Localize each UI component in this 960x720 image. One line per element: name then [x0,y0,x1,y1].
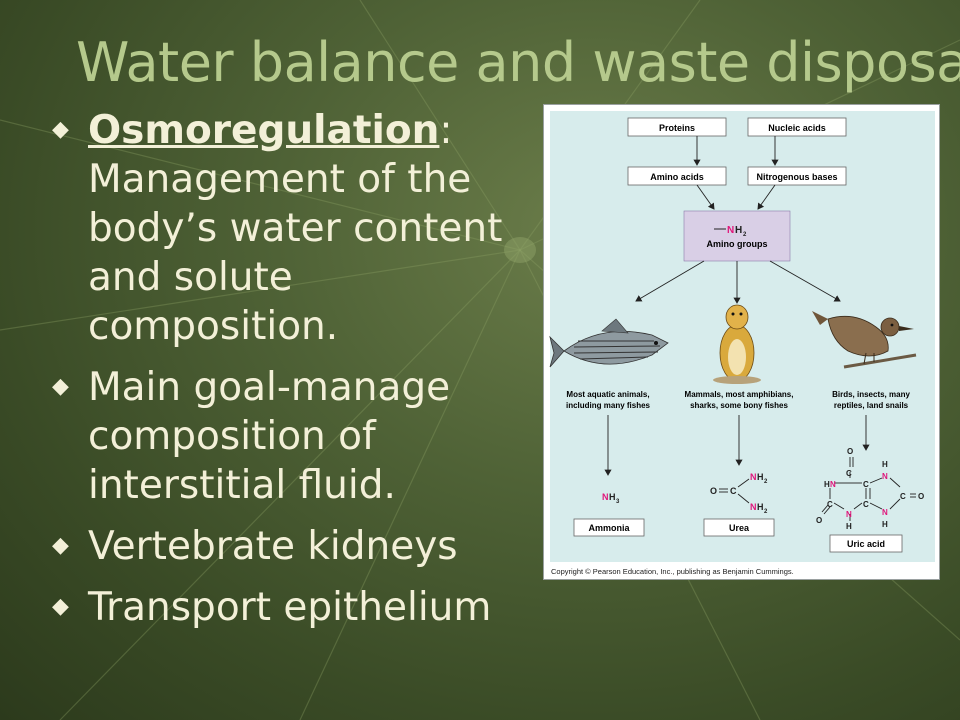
fish-illustration [549,318,669,368]
diamond-bullet-icon: ◆ [52,374,69,399]
arrow-amino-acids [696,184,715,210]
ammonia-label: Ammonia [588,523,630,533]
bullet-text: Management of the body’s water content a… [88,157,503,349]
uric-o-right: O [918,492,924,501]
nitrogenous-waste-figure: Proteins Nucleic acids Amino acids Nitro… [543,104,940,580]
box-amino-acids: Amino acids [627,166,727,186]
product-uric-acid: Uric acid [829,534,903,553]
group-aquatic-line1: Most aquatic animals, [566,390,649,399]
bullet-list: ◆ Osmoregulation: Management of the body… [52,106,522,644]
group-aquatic-line2: including many fishes [566,401,651,410]
diamond-bullet-icon: ◆ [52,117,69,142]
uric-o-left: O [816,516,822,525]
ammonia-sub: 3 [616,499,620,505]
urea-h-bottom: H [757,502,764,512]
uric-c-2: C [863,480,869,489]
slide-title: Water balance and waste disposal [76,31,960,94]
bullet-text: Main goal-manage composition of intersti… [88,365,451,508]
urea-n-bottom: N [750,502,757,512]
bullet-text: Vertebrate kidneys [88,524,458,569]
urea-c: C [730,486,737,496]
urea-label: Urea [729,523,750,533]
urea-o: O [710,486,717,496]
uric-n-bottom: N [846,510,852,519]
amino-group-subscript: 2 [743,232,747,238]
prairie-dog-illustration [713,304,761,384]
diamond-bullet-icon: ◆ [52,533,69,558]
nucleic-acids-label: Nucleic acids [768,123,826,133]
bullet-osmoregulation: ◆ Osmoregulation: Management of the body… [52,106,522,351]
nitrogenous-bases-label: Nitrogenous bases [756,172,837,182]
group-birds-line2: reptiles, land snails [834,401,909,410]
ammonia-n: N [602,492,609,502]
box-proteins: Proteins [627,117,727,137]
uric-n-top-right: N [882,472,888,481]
uric-c-5: C [900,492,906,501]
figure-caption: Copyright © Pearson Education, Inc., pub… [551,567,794,576]
group-mammals-line1: Mammals, most amphibians, [685,390,794,399]
ammonia-formula: N H 3 [602,492,620,505]
arrow-to-fish [635,260,705,302]
amino-group-nitrogen: N [727,225,734,236]
uric-c-4: C [863,500,869,509]
uric-n-left: N [830,480,836,489]
product-urea: Urea [703,518,775,537]
group-birds-line1: Birds, insects, many [832,390,910,399]
urea-sub-top: 2 [764,479,768,485]
uric-h-left: H [824,480,830,489]
bird-illustration [812,311,917,369]
uric-c-1: C [846,469,852,478]
bullet-main-goal: ◆ Main goal-manage composition of inters… [52,363,522,510]
bullet-separator: : [439,108,453,153]
amino-groups-label: Amino groups [707,239,768,249]
amino-group-hydrogen: H [735,225,742,236]
uric-h-bottom: H [846,522,852,531]
uric-h-top-right: H [882,460,888,469]
urea-sub-bottom: 2 [764,509,768,515]
urea-formula: O C N H 2 N H 2 [710,472,768,515]
diamond-bullet-icon: ◆ [52,594,69,619]
product-ammonia: Ammonia [573,518,645,537]
group-mammals-line2: sharks, some bony fishes [690,401,788,410]
proteins-label: Proteins [659,123,695,133]
arrow-bases [757,184,776,210]
amino-acids-label: Amino acids [650,172,704,182]
bullet-term: Osmoregulation [88,108,440,153]
urea-n-top: N [750,472,757,482]
bullet-text: Transport epithelium [88,585,492,630]
uric-acid-label: Uric acid [847,539,885,549]
uric-n-bottom-right: N [882,508,888,517]
uric-o-top: O [847,447,853,456]
uric-c-3: C [827,500,833,509]
box-nitrogenous-bases: Nitrogenous bases [747,166,847,186]
bullet-vertebrate-kidneys: ◆ Vertebrate kidneys [52,522,522,571]
box-amino-groups: N H 2 Amino groups [683,210,791,262]
box-nucleic-acids: Nucleic acids [747,117,847,137]
ammonia-h: H [609,492,616,502]
arrow-to-bird [769,260,841,302]
urea-h-top: H [757,472,764,482]
uric-acid-structure: O C H N C C C O N H H N C O N H [816,447,924,531]
uric-h-bottom-right: H [882,520,888,529]
bullet-transport-epithelium: ◆ Transport epithelium [52,583,522,632]
